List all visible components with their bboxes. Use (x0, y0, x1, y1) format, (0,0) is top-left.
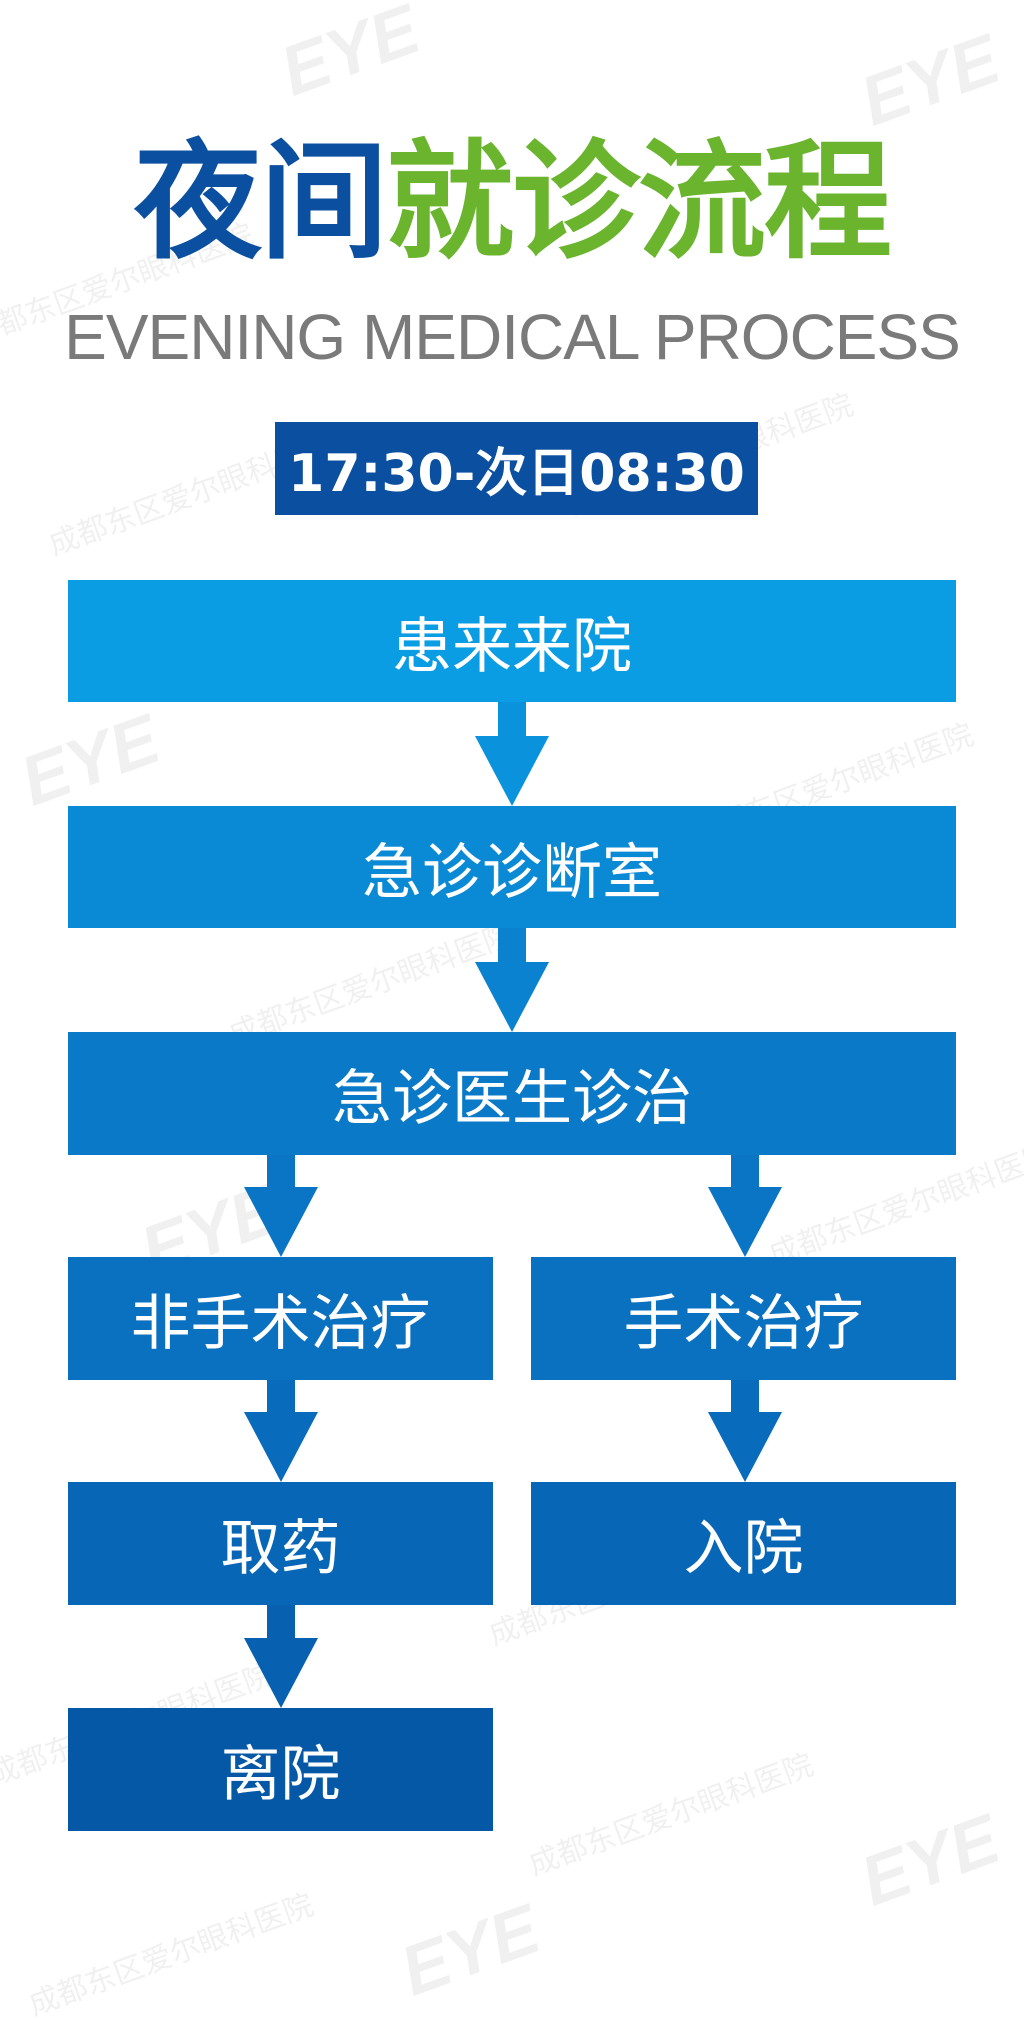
step-non-surgical-treatment: 非手术治疗 (68, 1257, 493, 1380)
step-leave-hospital: 离院 (68, 1708, 493, 1831)
arrow-down-icon (244, 1380, 318, 1482)
step-emergency-doctor: 急诊医生诊治 (68, 1032, 956, 1155)
arrow-down-icon (244, 1605, 318, 1708)
arrow-down-icon (475, 928, 549, 1032)
step-emergency-diagnosis-room: 急诊诊断室 (68, 806, 956, 928)
page-subtitle: EVENING MEDICAL PROCESS (64, 301, 961, 373)
watermark-eye-logo: EYE (270, 0, 430, 111)
arrow-down-icon (708, 1155, 782, 1257)
step-patient-arrives: 患来来院 (68, 580, 956, 702)
watermark: 成都东区爱尔眼科医院 (524, 1747, 819, 1884)
watermark: 成都东区爱尔眼科医院 (24, 1887, 319, 2024)
watermark-eye-logo: EYE (10, 699, 170, 821)
step-hospital-admission: 入院 (531, 1482, 956, 1605)
title-part-blue: 夜间 (133, 128, 388, 277)
title-part-green: 就诊流程 (386, 128, 892, 277)
watermark-eye-logo: EYE (390, 1889, 550, 2011)
hours-badge: 17:30-次日08:30 (275, 422, 758, 515)
step-surgical-treatment: 手术治疗 (531, 1257, 956, 1380)
watermark-eye-logo: EYE (850, 19, 1010, 141)
arrow-down-icon (244, 1155, 318, 1257)
watermark-eye-logo: EYE (850, 1799, 1010, 1921)
page-title: 夜间就诊流程 (0, 128, 1024, 278)
arrow-down-icon (475, 702, 549, 806)
arrow-down-icon (708, 1380, 782, 1482)
step-get-medicine: 取药 (68, 1482, 493, 1605)
